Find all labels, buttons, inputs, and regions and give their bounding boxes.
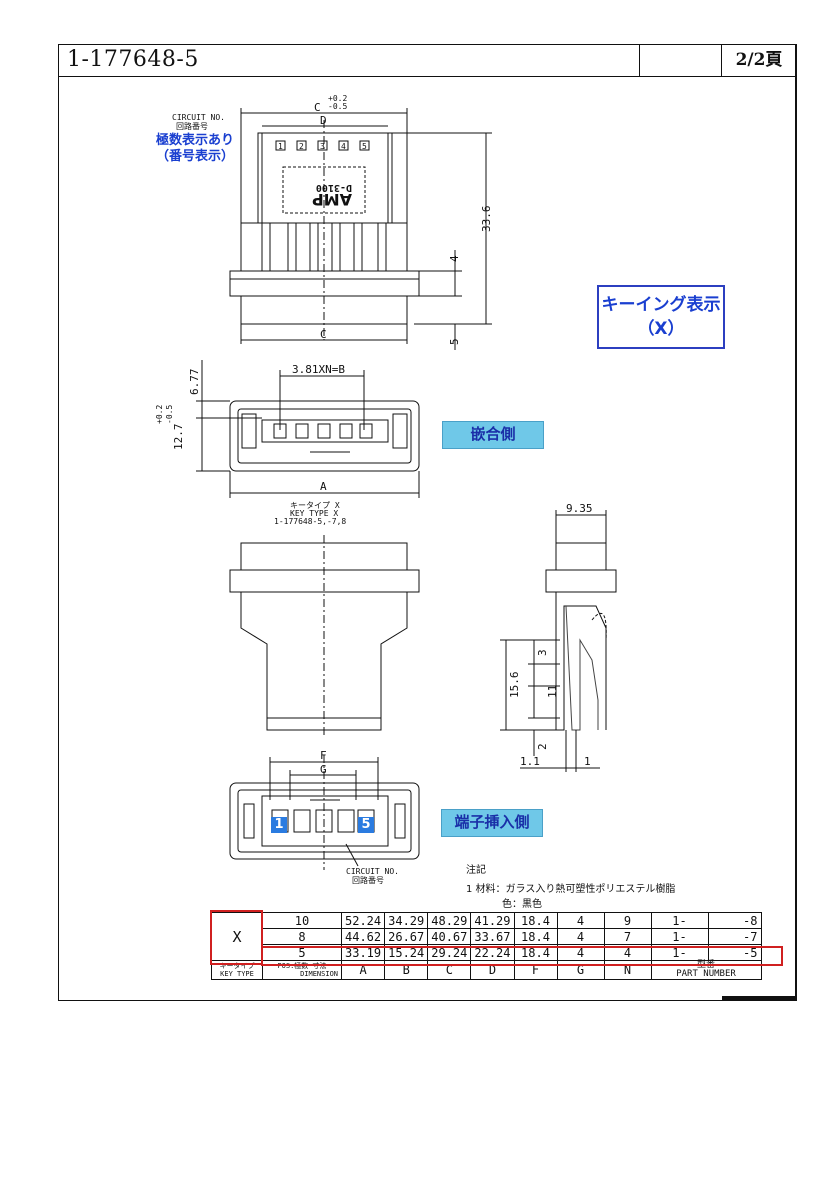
title-blank-cell <box>639 45 722 76</box>
keying-display-box: キーイング表示 （X） <box>597 285 725 349</box>
dim-2: 2 <box>536 743 549 750</box>
pos-cell: 8 <box>262 928 342 945</box>
keying-display-line1: キーイング表示 <box>601 295 721 315</box>
suffix-cell: -7 <box>707 928 762 945</box>
circuit-no-bottom: CIRCUIT NO. <box>346 867 399 876</box>
keying-display-line2: （X） <box>637 319 685 339</box>
pos-cell: 10 <box>262 912 342 929</box>
dim-9-35: 9.35 <box>566 502 593 515</box>
dimension-table: X 10 52.24 34.29 48.29 41.29 18.4 4 9 1-… <box>211 912 762 980</box>
dim-c-top: C <box>314 101 321 114</box>
footer-part-number-en: PART NUMBER <box>676 969 736 979</box>
amp-logo: AMP <box>312 190 352 209</box>
section-view <box>500 510 617 772</box>
footer-dim-jp: 寸法 <box>312 962 327 970</box>
pin-marker-first: 1 <box>271 817 287 833</box>
dim-1-1: 1.1 <box>520 755 540 768</box>
dim-1: 1 <box>584 755 591 768</box>
suffix-cell: -8 <box>707 912 762 929</box>
pole-display-line2: （番号表示） <box>155 149 234 164</box>
pin-marker-last: 5 <box>358 817 374 833</box>
dim-12-7-tol-minus: -0.5 <box>165 405 174 424</box>
pole-display-line1: 極数表示あり <box>155 133 234 148</box>
dim-a: A <box>320 480 327 493</box>
dim-c-tol-plus: +0.2 <box>328 94 347 103</box>
footer-key-type-en: KEY TYPE <box>220 970 254 978</box>
circuit-no-top-jp: 回路番号 <box>176 121 208 131</box>
f-cell: 18.4 <box>513 944 558 961</box>
footer-key-type-jp: キータイプ <box>219 962 255 970</box>
circuit-label-4: 4 <box>341 142 346 151</box>
dim-5: 5 <box>448 338 461 345</box>
dim-11: 11 <box>546 685 559 698</box>
key-type-cell: X <box>211 912 263 961</box>
circuit-label-5: 5 <box>362 142 367 151</box>
table-row: 8 44.62 26.67 40.67 33.67 18.4 4 7 1- -7 <box>212 928 762 945</box>
a-cell: 44.62 <box>340 928 386 945</box>
insertion-side-label: 端子挿入側 <box>441 809 543 837</box>
g-cell: 4 <box>556 912 605 929</box>
circuit-no-bottom-jp: 回路番号 <box>352 875 384 885</box>
dim-3: 3 <box>536 649 549 656</box>
notes-line1: 1 材料：ガラス入り熱可塑性ポリエステル樹脂 <box>466 884 676 895</box>
a-cell: 33.19 <box>340 944 386 961</box>
dim-pitch: 3.81XN=B <box>292 363 345 376</box>
key-type-side-view <box>229 535 420 738</box>
circuit-label-3: 3 <box>320 142 325 151</box>
part-number: 1-177648-5 <box>67 47 199 72</box>
dim-15-6: 15.6 <box>508 672 521 699</box>
table-row: X 10 52.24 34.29 48.29 41.29 18.4 4 9 1-… <box>211 912 762 961</box>
footer-dim-en: DIMENSION <box>300 970 338 978</box>
title-block: 1-177648-5 2/2頁 <box>59 45 795 77</box>
pole-display-note: 極数表示あり （番号表示） <box>140 133 250 165</box>
dim-c-bottom: C <box>320 328 327 341</box>
dim-g: G <box>320 763 327 776</box>
dim-12-7: 12.7 <box>172 424 185 451</box>
f-cell: 18.4 <box>513 912 558 929</box>
notes-line2: 色：黒色 <box>502 899 542 910</box>
d-cell: 33.67 <box>470 928 515 945</box>
circuit-label-1: 1 <box>278 142 283 151</box>
key-type-parts: 1-177648-5,-7,8 <box>274 517 346 526</box>
c-cell: 48.29 <box>427 912 472 929</box>
frame-corner-bar <box>722 996 797 1000</box>
housing-text: D-3100 <box>316 182 352 193</box>
page-number: 2/2頁 <box>721 45 796 76</box>
key-type-jp: キータイプ X <box>290 501 340 510</box>
dim-33-6: 33.6 <box>480 206 493 233</box>
front-view <box>229 108 492 350</box>
circuit-label-2: 2 <box>299 142 304 151</box>
circuit-no-top: CIRCUIT NO. <box>172 113 225 122</box>
a-cell: 52.24 <box>340 912 386 929</box>
dim-12-7-tol-plus: +0.2 <box>155 405 164 424</box>
footer-pos-label: POS.極数 <box>277 962 309 970</box>
key-type-en: KEY TYPE X <box>290 509 338 518</box>
dim-c-tol-minus: -0.5 <box>328 102 347 111</box>
dim-d: D <box>320 114 327 127</box>
f-cell: 18.4 <box>513 928 558 945</box>
mating-side-label: 嵌合側 <box>442 421 544 449</box>
dim-4: 4 <box>448 255 461 262</box>
d-cell: 41.29 <box>470 912 515 929</box>
prefix-cell: 1- <box>650 928 709 945</box>
mating-side-view <box>196 360 420 498</box>
key-type-highlight <box>210 910 263 965</box>
c-cell: 40.67 <box>427 928 472 945</box>
dim-f: F <box>320 749 327 762</box>
notes-title: 注記 <box>466 865 486 876</box>
row-5-highlight <box>261 946 783 966</box>
drawing-frame: 1-177648-5 2/2頁 <box>58 44 797 1001</box>
n-cell: 9 <box>603 912 652 929</box>
b-cell: 34.29 <box>384 912 429 929</box>
suffix-cell: -5 <box>707 944 762 961</box>
n-cell: 7 <box>603 928 652 945</box>
prefix-cell: 1- <box>650 912 709 929</box>
dim-6-77: 6.77 <box>188 369 201 396</box>
b-cell: 26.67 <box>384 928 429 945</box>
g-cell: 4 <box>556 928 605 945</box>
